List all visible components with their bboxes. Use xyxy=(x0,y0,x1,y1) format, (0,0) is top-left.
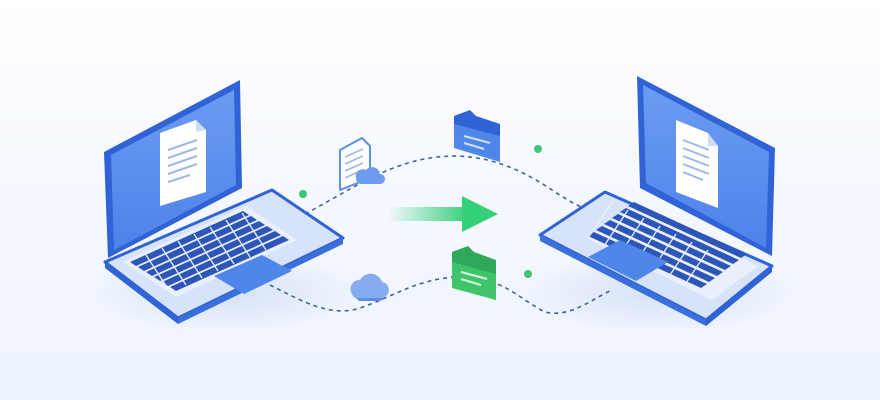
document-icon xyxy=(676,120,718,208)
accent-dot xyxy=(524,270,532,278)
document-icon xyxy=(160,120,206,206)
folder-icon xyxy=(454,110,500,162)
cloud-icon xyxy=(350,273,389,301)
right-laptop-touchpad xyxy=(588,240,668,281)
folder-icon xyxy=(452,246,496,300)
left-laptop xyxy=(103,80,345,324)
left-laptop-keyboard xyxy=(123,206,297,297)
left-laptop-touchpad xyxy=(214,255,292,294)
document-cloud-icon xyxy=(339,137,385,191)
upper-dashed-path xyxy=(304,155,601,215)
accent-dot xyxy=(534,145,542,153)
arrow-right-icon xyxy=(388,196,498,232)
accent-dot xyxy=(299,190,307,198)
right-laptop xyxy=(538,76,775,326)
